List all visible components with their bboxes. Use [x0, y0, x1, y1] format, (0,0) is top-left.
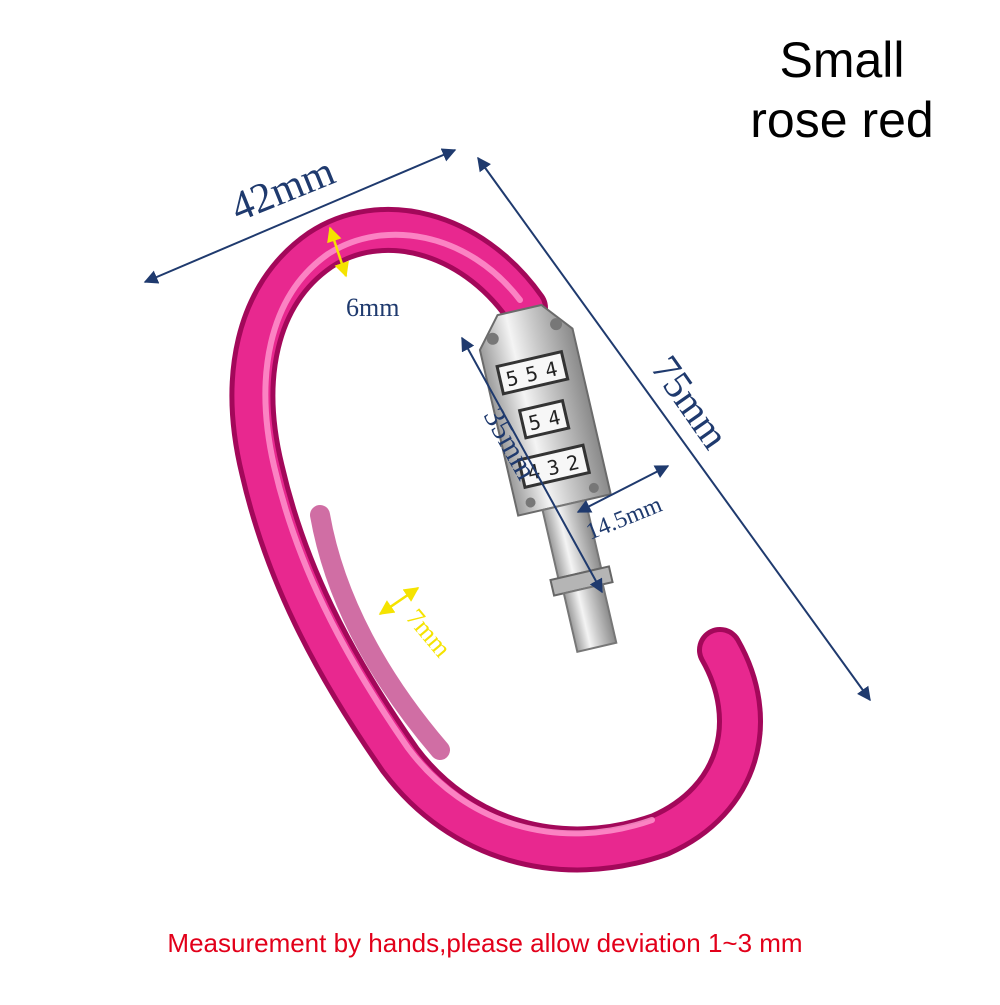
grip-flat: [310, 505, 450, 760]
product-title: Small rose red: [712, 30, 972, 150]
grip-label: 7mm: [400, 603, 457, 663]
title-line-1: Small: [779, 32, 905, 88]
lock-width-label: 14.5mm: [583, 492, 667, 546]
title-line-2: rose red: [750, 92, 934, 148]
dimension-wire: 6mm: [327, 226, 399, 322]
width-label: 42mm: [225, 148, 342, 231]
wire-label: 6mm: [346, 293, 399, 322]
dimension-grip: 7mm: [378, 586, 457, 663]
measurement-note: Measurement by hands,please allow deviat…: [167, 928, 803, 958]
height-label: 75mm: [643, 347, 739, 457]
